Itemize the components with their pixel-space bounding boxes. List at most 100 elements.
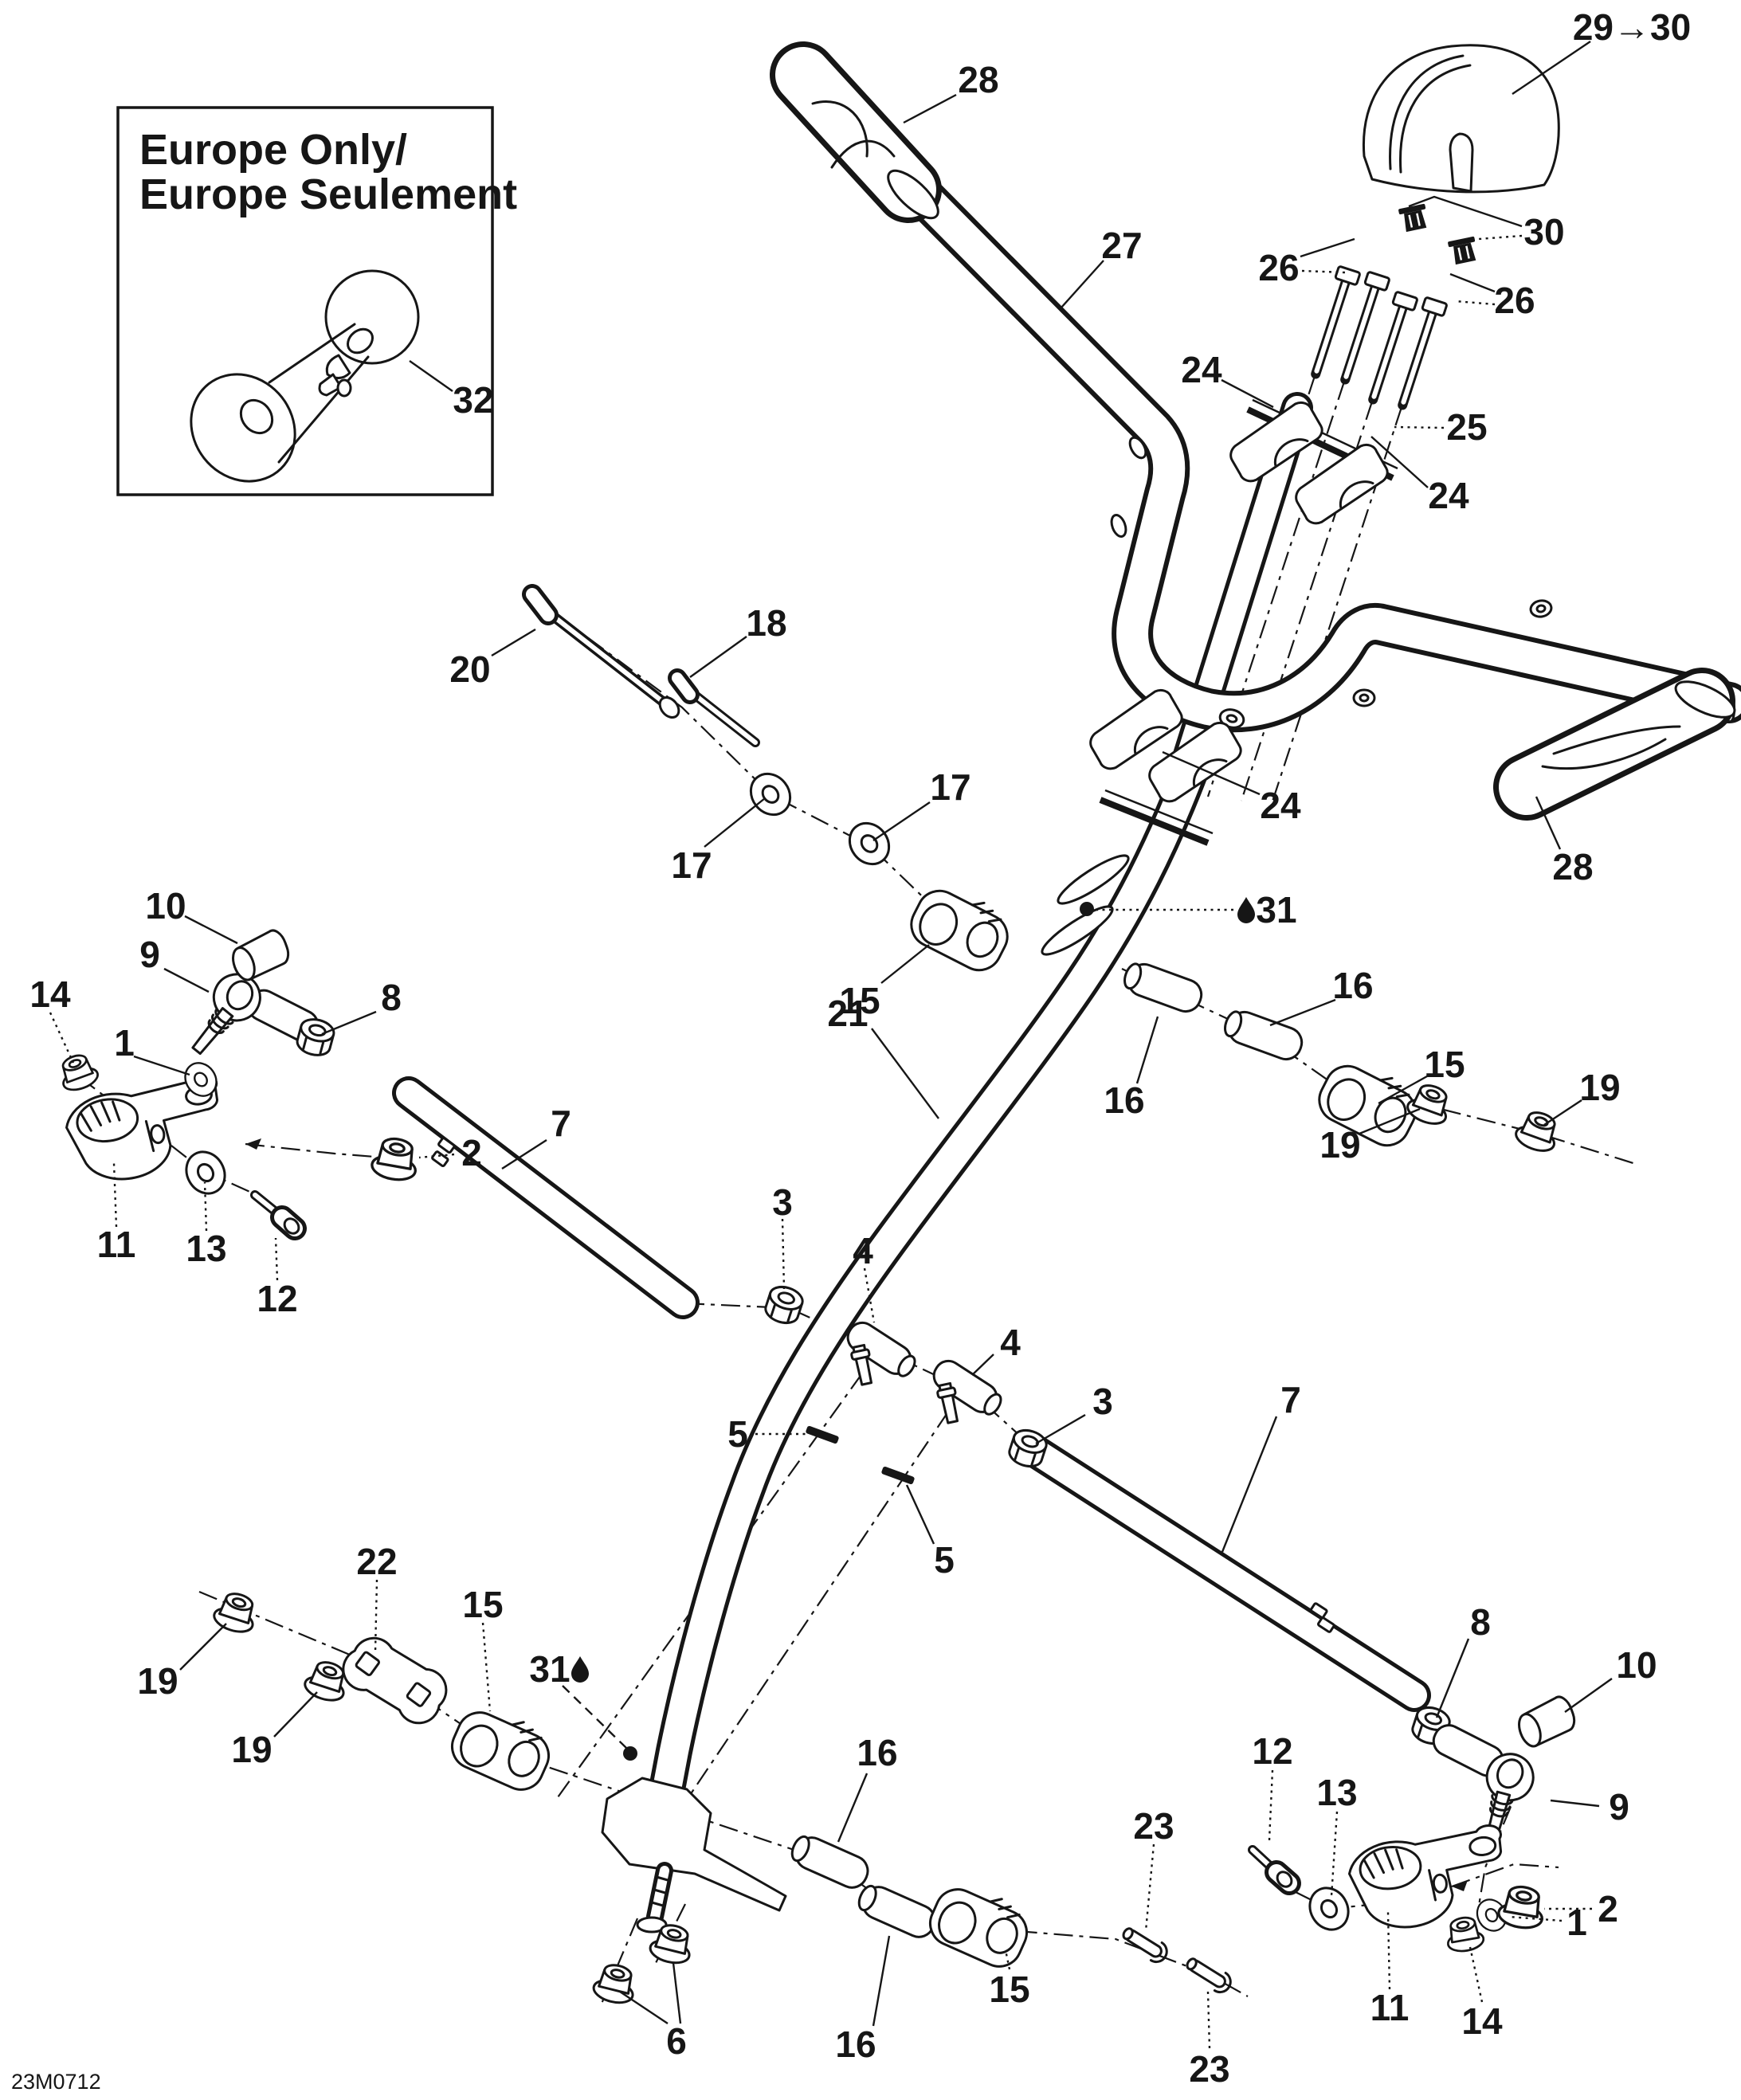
part-number-5: 5 xyxy=(934,1539,955,1581)
leader-line-21 xyxy=(871,1028,939,1119)
callout-9-42: 9 xyxy=(1550,1786,1629,1828)
part-number-10: 10 xyxy=(145,885,186,927)
pad-clip-drawing xyxy=(1397,202,1431,234)
ball-joint-4-drawing xyxy=(912,1354,1007,1445)
part-number-20: 20 xyxy=(449,648,490,690)
callout-24-6: 24 xyxy=(1181,349,1274,409)
inset-title-line2: Europe Seulement xyxy=(139,170,517,218)
bushing-16-drawing xyxy=(786,1830,874,1894)
clamp-15-drawing xyxy=(922,1874,1038,1975)
leader-line-18 xyxy=(689,636,747,678)
pad-clip-drawing xyxy=(1446,235,1480,267)
leader-line-19 xyxy=(273,1691,318,1738)
callout-28-1: 28 xyxy=(903,59,999,124)
leader-line-24 xyxy=(1370,436,1429,488)
part-number-30: 30 xyxy=(1523,211,1564,253)
part-number-15: 15 xyxy=(839,980,880,1021)
leader-line-1 xyxy=(133,1055,190,1076)
callout-20-9: 20 xyxy=(449,628,536,690)
part-number-31: 31 xyxy=(529,1648,570,1690)
leader-line-24 xyxy=(1162,750,1261,796)
leader-line-16 xyxy=(872,1935,891,2027)
leader-line-24 xyxy=(1221,378,1274,409)
leader-line-9 xyxy=(163,967,210,993)
leader-line-1 xyxy=(1508,1915,1563,1922)
part-number-32: 32 xyxy=(453,379,493,421)
right-grip-drawing xyxy=(1493,668,1736,821)
callout-16-52: 16 xyxy=(837,1732,898,1843)
tie-rod-7-left-drawing xyxy=(392,1076,700,1319)
part-number-14: 14 xyxy=(29,974,71,1015)
leader-line-30 xyxy=(1408,195,1523,228)
oil-drop-icon xyxy=(571,1656,589,1683)
callout-11-30: 11 xyxy=(97,1162,136,1265)
callout-24-8: 24 xyxy=(1370,436,1469,516)
left-grip-drawing xyxy=(770,41,942,223)
callout-15-19: 15 xyxy=(1378,1044,1465,1105)
part-number-15: 15 xyxy=(989,1969,1029,2010)
leader-line-19 xyxy=(179,1623,227,1671)
callout-19-20: 19 xyxy=(1543,1067,1621,1126)
part-number-17: 17 xyxy=(671,844,712,886)
part-number-26: 26 xyxy=(1494,280,1535,321)
callout-32-60: 32 xyxy=(409,360,494,421)
callout-29→30-0: 29→30 xyxy=(1512,6,1691,95)
bushing-16-drawing xyxy=(853,1879,941,1943)
part-number-26: 26 xyxy=(1258,247,1299,288)
europe-inset: Europe Only/ Europe Seulement xyxy=(116,106,517,496)
part-number-11: 11 xyxy=(97,1224,136,1265)
bolt-12-drawing xyxy=(250,1190,307,1240)
leader-line-28 xyxy=(903,93,957,124)
leader-line-2 xyxy=(418,1153,455,1159)
part-number-24: 24 xyxy=(1428,475,1469,516)
leader-line-10 xyxy=(184,915,238,945)
leader-line-9 xyxy=(1550,1799,1600,1808)
washer-17-drawing xyxy=(741,765,800,824)
callout-7-39: 7 xyxy=(1221,1379,1301,1553)
callout-16-17: 16 xyxy=(1269,965,1374,1027)
nut-3-drawing xyxy=(761,1282,807,1328)
part-number-31: 31 xyxy=(1256,889,1296,931)
part-number-12: 12 xyxy=(257,1278,297,1319)
bushing-16-drawing xyxy=(1219,1005,1308,1065)
washer-17-drawing xyxy=(840,814,899,873)
leader-line-16 xyxy=(1135,1016,1159,1084)
part-number-2: 2 xyxy=(461,1132,482,1173)
leader-line-20 xyxy=(491,628,536,657)
part-number-16: 16 xyxy=(1104,1079,1144,1121)
callout-27-2: 27 xyxy=(1061,225,1143,308)
callout-5-37: 5 xyxy=(727,1413,810,1455)
part-number-15: 15 xyxy=(1424,1044,1465,1085)
callout-19-47: 19 xyxy=(137,1623,227,1702)
callout-23-55: 23 xyxy=(1133,1805,1174,1932)
part-number-7: 7 xyxy=(551,1103,571,1144)
callout-3-36: 3 xyxy=(1035,1381,1113,1445)
nut-19-drawing xyxy=(1512,1106,1564,1157)
callout-6-57: 6 xyxy=(619,1962,687,2062)
leader-line-26 xyxy=(1454,300,1496,306)
callout-10-41: 10 xyxy=(1564,1644,1657,1713)
part-number-19: 19 xyxy=(137,1660,178,1702)
leader-line-29→30 xyxy=(1512,41,1591,95)
part-number-8: 8 xyxy=(1470,1601,1491,1643)
part-number-28: 28 xyxy=(1552,846,1593,887)
bar-tab xyxy=(1128,436,1147,460)
leader-line-19 xyxy=(1543,1099,1582,1126)
part-number-23: 23 xyxy=(1133,1805,1174,1847)
callout-8-26: 8 xyxy=(321,977,402,1036)
part-number-13: 13 xyxy=(186,1228,226,1269)
pin-23-drawing xyxy=(1182,1952,1236,1997)
part-number-18: 18 xyxy=(746,602,786,644)
callout-26-3: 26 xyxy=(1258,237,1355,288)
part-number-16: 16 xyxy=(1332,965,1373,1006)
tie-rod-7-right-drawing xyxy=(1019,1435,1431,1712)
callout-8-40: 8 xyxy=(1435,1601,1491,1718)
leader-line-6 xyxy=(672,1962,682,2024)
leader-line-5 xyxy=(905,1484,935,1545)
mark-5-drawing xyxy=(805,1425,840,1444)
callout-5-38: 5 xyxy=(905,1484,955,1581)
part-number-3: 3 xyxy=(772,1181,793,1223)
part-number-6: 6 xyxy=(666,2020,687,2062)
